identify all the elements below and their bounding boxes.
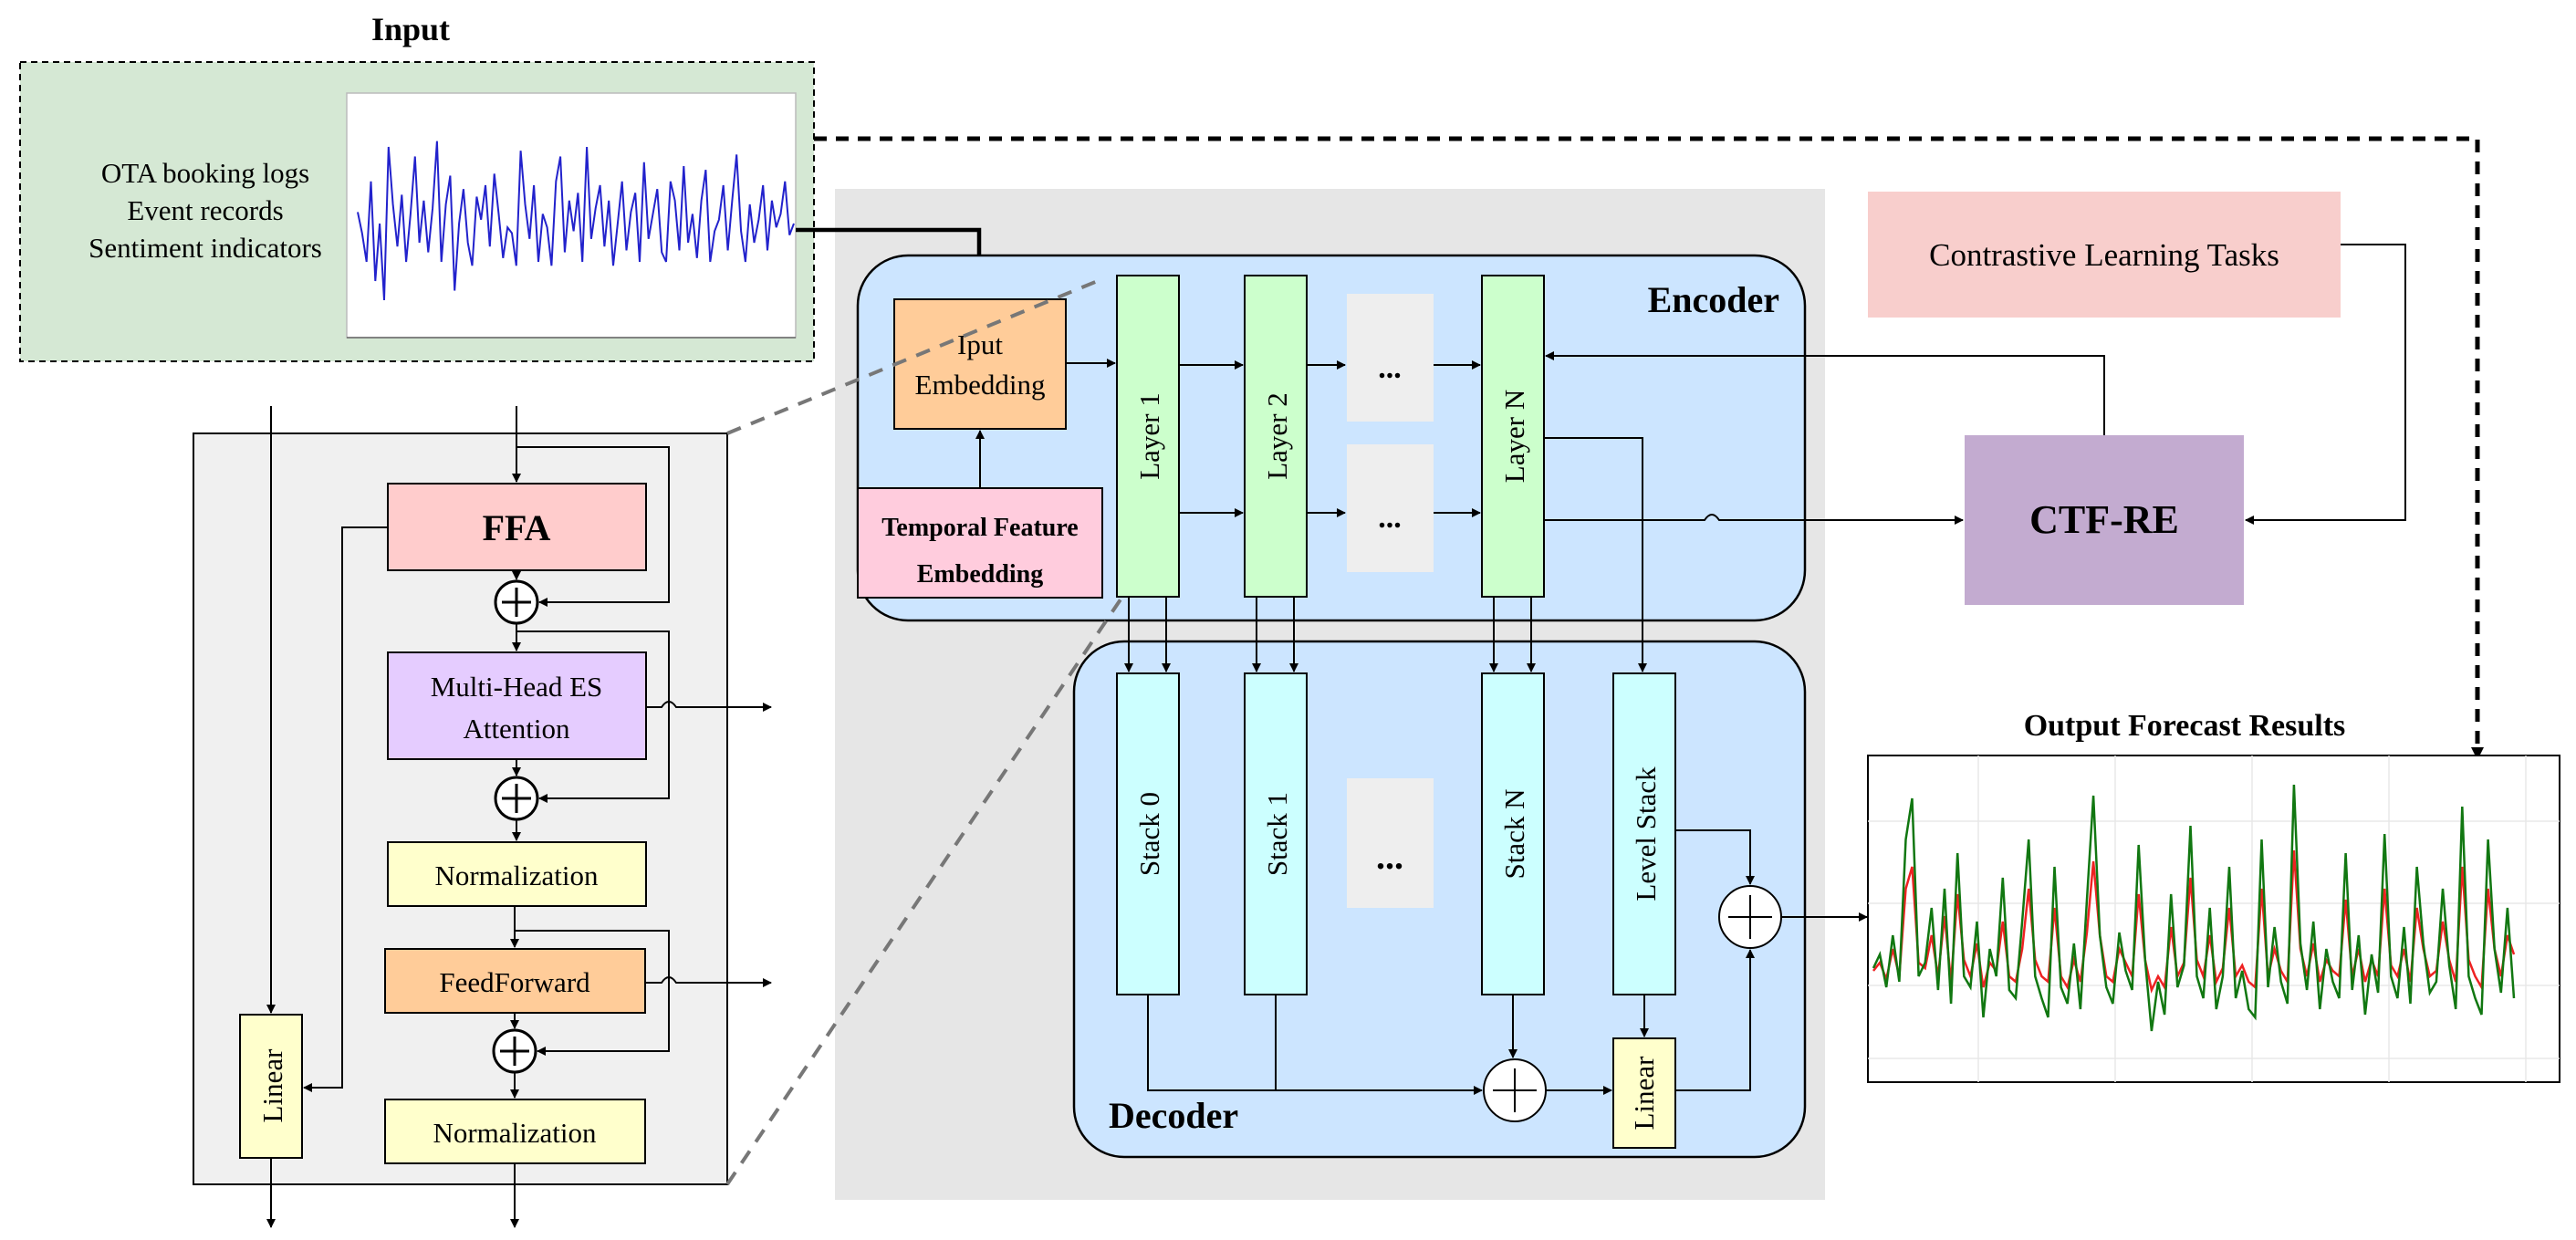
normalization-1-label: Normalization bbox=[434, 860, 599, 891]
stack-n-label: Stack N bbox=[1498, 788, 1530, 879]
ctf-re-box bbox=[1965, 435, 2244, 605]
input-source-2: Event records bbox=[127, 194, 283, 226]
attention-box bbox=[387, 651, 647, 760]
input-embedding-label-1: Iput bbox=[957, 328, 1003, 360]
input-source-3: Sentiment indicators bbox=[89, 232, 322, 264]
temporal-embedding-label-2: Embedding bbox=[917, 560, 1044, 589]
ctf-re-arrows bbox=[1544, 244, 2406, 525]
encoder-arrows bbox=[1066, 359, 1481, 517]
decoder-add-node-1 bbox=[1483, 1058, 1547, 1122]
normalization-1-box bbox=[387, 841, 647, 907]
zoom-guides bbox=[725, 276, 1124, 1186]
attention-label-1: Multi-Head ES bbox=[431, 671, 603, 703]
attention-label-2: Attention bbox=[463, 713, 570, 745]
input-series-chart bbox=[346, 92, 797, 339]
layer-1-box bbox=[1116, 275, 1180, 598]
normalization-2-box bbox=[384, 1099, 646, 1164]
output-forecast-chart bbox=[1867, 755, 2560, 1083]
encoder-ellipsis-bottom: ... bbox=[1378, 501, 1402, 535]
decoder-add-node-2 bbox=[1718, 885, 1782, 949]
stack-1-box bbox=[1244, 672, 1308, 995]
level-stack-label: Level Stack bbox=[1630, 766, 1662, 901]
decoder-title: Decoder bbox=[1109, 1095, 1238, 1136]
encoder-title: Encoder bbox=[1648, 279, 1779, 320]
decoder-panel bbox=[1072, 640, 1807, 1159]
ffa-label: FFA bbox=[483, 507, 551, 548]
layer-n-label: Layer N bbox=[1498, 390, 1530, 483]
normalization-2-label: Normalization bbox=[433, 1117, 597, 1149]
contrastive-tasks-box bbox=[1868, 192, 2341, 318]
block-add-node-2 bbox=[494, 776, 539, 821]
block-add-node-1 bbox=[494, 579, 539, 625]
decoder-ellipsis-box bbox=[1347, 778, 1434, 908]
contrastive-tasks-label: Contrastive Learning Tasks bbox=[1929, 237, 2279, 273]
encoder-ellipsis-top-box bbox=[1347, 294, 1434, 422]
block-arrows bbox=[266, 406, 772, 1228]
decoder-linear-label: Linear bbox=[1628, 1056, 1660, 1131]
encoder-ellipsis-top: ... bbox=[1378, 351, 1402, 385]
decoder-linear-box bbox=[1612, 1037, 1676, 1149]
level-stack-box bbox=[1612, 672, 1676, 995]
temporal-embedding-label-1: Temporal Feature bbox=[881, 514, 1078, 542]
layer-2-box bbox=[1244, 275, 1308, 598]
block-linear-label: Linear bbox=[256, 1048, 288, 1123]
input-series-line bbox=[357, 141, 795, 301]
stack-n-box bbox=[1481, 672, 1545, 995]
layer-n-box bbox=[1481, 275, 1545, 598]
input-embedding-box bbox=[893, 298, 1067, 430]
output-chart-frame bbox=[1867, 755, 2560, 1083]
forecast-green-line bbox=[1872, 784, 2516, 1032]
stack-0-box bbox=[1116, 672, 1180, 995]
output-title: Output Forecast Results bbox=[2024, 709, 2346, 743]
stack-1-label: Stack 1 bbox=[1261, 792, 1293, 876]
encoder-to-decoder-arrows bbox=[1124, 437, 1647, 672]
layer-1-label: Layer 1 bbox=[1133, 392, 1165, 480]
layer-2-label: Layer 2 bbox=[1261, 392, 1293, 480]
encoder-ellipsis-bottom-box bbox=[1347, 444, 1434, 572]
input-title: Input bbox=[371, 11, 450, 47]
feedforward-label: FeedForward bbox=[439, 966, 590, 998]
input-to-output-dashed-arrow bbox=[814, 136, 2484, 760]
decoder-arrows bbox=[1147, 829, 1868, 1095]
input-embedding-label-2: Embedding bbox=[915, 369, 1046, 401]
feedforward-box bbox=[384, 948, 646, 1014]
ctf-re-label: CTF-RE bbox=[2029, 497, 2179, 542]
decoder-ellipsis: ... bbox=[1376, 836, 1403, 877]
stack-0-label: Stack 0 bbox=[1133, 792, 1165, 876]
block-add-node-3 bbox=[492, 1028, 537, 1074]
input-source-1: OTA booking logs bbox=[101, 157, 309, 189]
